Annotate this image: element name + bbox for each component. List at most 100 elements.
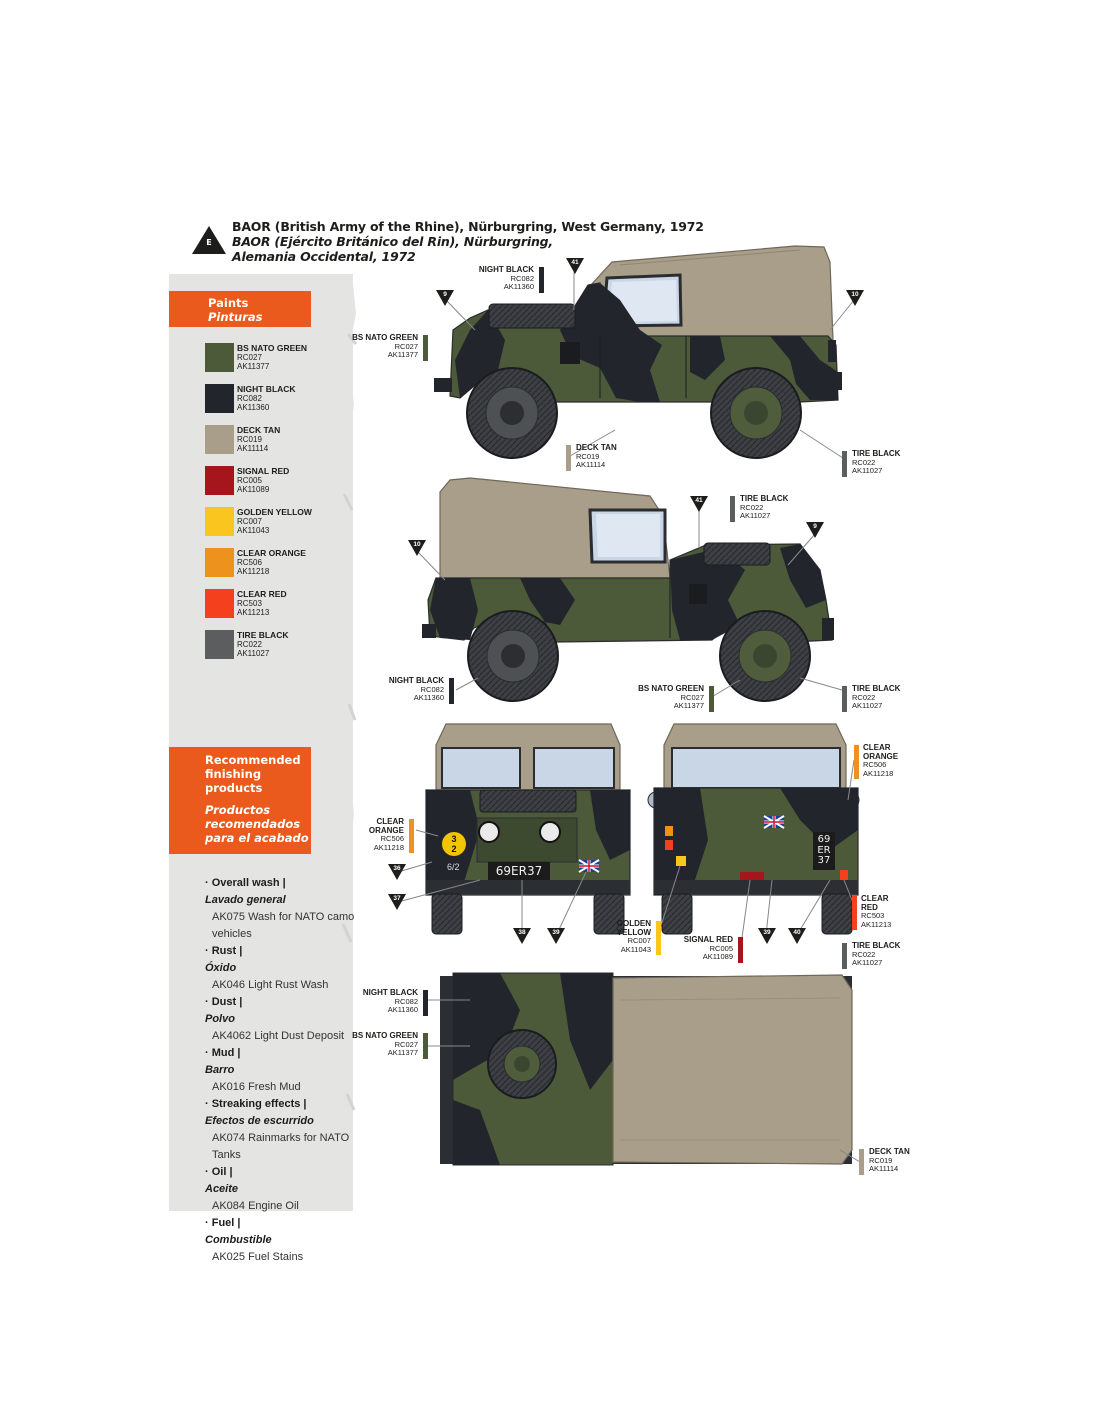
finishing-product: vehicles [212,928,252,940]
color-chip-tire-black [842,451,847,477]
paints-heading-en: Paints [208,296,249,310]
leader-lines [397,272,861,1163]
color-chip-deck-tan [859,1149,864,1175]
paint-swatch [205,343,234,372]
finishing-category-es: Efectos de escurrido [205,1115,314,1127]
finishing-category: · Dust | [205,995,242,1009]
color-chip-tire-black [730,496,735,522]
color-chip-night-black [539,267,544,293]
callout-bs-nato-green: BS NATO GREEN RC027 AK11377 [352,333,418,359]
badge-triangle-icon [388,894,406,910]
badge-triangle-icon [806,522,824,538]
callout-bs-nato-green: BS NATO GREEN RC027 AK11377 [352,1031,418,1057]
finishing-category-es: Combustible [205,1234,272,1246]
finishing-heading-es-2: recomendados [205,817,301,831]
paint-name: DECK TAN [237,425,281,435]
paint-name: CLEAR RED [237,589,287,599]
callout-bs-nato-green: BS NATO GREEN RC027 AK11377 [638,684,704,710]
paint-code-rc: RC007 [237,517,262,526]
finishing-product: Tanks [212,1149,241,1161]
top-view [440,972,853,1166]
finishing-category: · Streaking effects | [205,1097,307,1111]
finishing-category-en: · Overall wash | [205,877,286,889]
callout-night-black: NIGHT BLACK RC082 AK11360 [388,676,444,702]
finishing-heading-en-2: finishing [205,767,262,781]
finishing-category: · Mud | [205,1046,240,1060]
finishing-product: AK084 Engine Oil [212,1200,299,1212]
decal-41-badge: 41 [566,258,584,274]
color-chip-clear-red [852,896,857,930]
finishing-category-es: Polvo [205,1013,235,1025]
color-chip-tire-black [842,686,847,712]
paint-code-rc: RC019 [237,435,262,444]
callout-deck-tan: DECK TAN RC019 AK11114 [869,1147,910,1173]
badge-triangle-icon [566,258,584,274]
paint-name: TIRE BLACK [237,630,289,640]
rear-number-plate: 69 ER 37 [813,832,835,870]
triangle-marker-icon [192,226,226,254]
paint-code-rc: RC027 [237,353,262,362]
decal-9-badge: 9 [436,290,454,306]
paint-code-rc: RC022 [237,640,262,649]
brush-edge [318,274,358,1211]
front-number-plate: 69ER37 [488,862,550,880]
color-chip-deck-tan [566,445,571,471]
paint-swatch [205,466,234,495]
decal-39-badge: 39 [758,928,776,944]
finishing-product: AK016 Fresh Mud [212,1081,301,1093]
callout-golden-yellow: GOLDEN YELLOW RC007 AK11043 [616,919,651,954]
finishing-category-en: · Fuel | [205,1217,241,1229]
badge-triangle-icon [388,864,406,880]
callout-clear-orange: CLEAR ORANGE RC506 AK11218 [863,743,899,778]
badge-triangle-icon [846,290,864,306]
paints-heading-es: Pinturas [208,310,263,324]
finishing-product: AK025 Fuel Stains [212,1251,304,1263]
paint-code-ak: AK11377 [237,362,270,371]
color-chip-nato-green [423,335,428,361]
callout-tire-black: TIRE BLACK RC022 AK11027 [852,449,901,475]
finishing-category: · Overall wash | [205,876,286,890]
badge-triangle-icon [758,928,776,944]
finishing-product: AK075 Wash for NATO camo [212,911,355,923]
scheme-title-es-line2: Alemania Occidental, 1972 [232,249,416,264]
decal-36-badge: 36 [388,864,406,880]
color-chip-night-black [423,990,428,1016]
finishing-category-en: · Mud | [205,1047,241,1059]
paint-name: GOLDEN YELLOW [237,507,312,517]
paint-swatch [205,589,234,618]
decal-37-badge: 37 [388,894,406,910]
paint-code-ak: AK11027 [237,649,270,658]
callout-clear-orange: CLEAR ORANGE RC506 AK11218 [368,817,404,852]
decal-39-badge: 39 [547,928,565,944]
decal-10-badge: 10 [408,540,426,556]
color-chip-nato-green [709,686,714,712]
paint-swatch [205,548,234,577]
paint-code-ak: AK11213 [237,608,270,617]
paint-code-ak: AK11089 [237,485,270,494]
finishing-category-es: Lavado general [205,894,286,906]
finishing-heading: Recommended finishing products Productos… [169,747,311,854]
color-chip-clear-orange [409,819,414,853]
paint-code-rc: RC082 [237,394,262,403]
paint-code-ak: AK11218 [237,567,270,576]
paints-heading: Paints Pinturas [169,291,311,327]
paint-swatch [205,507,234,536]
finishing-category: · Fuel | [205,1216,240,1230]
badge-triangle-icon [547,928,565,944]
decal-10-badge: 10 [846,290,864,306]
finishing-product: AK046 Light Rust Wash [212,979,329,991]
bridge-classification-disc: 3 2 [442,832,466,856]
finishing-category-en: · Dust | [205,996,243,1008]
rear-view [647,723,860,935]
finishing-heading-en-3: products [205,781,263,795]
paint-code-rc: RC503 [237,599,262,608]
color-chip-clear-orange [854,745,859,779]
badge-triangle-icon [408,540,426,556]
callout-tire-black: TIRE BLACK RC022 AK11027 [740,494,789,520]
decal-40-badge: 40 [788,928,806,944]
finishing-category-en: · Rust | [205,945,243,957]
paint-name: SIGNAL RED [237,466,290,476]
finishing-heading-en-1: Recommended [205,753,301,767]
section-marker: E [192,226,226,254]
